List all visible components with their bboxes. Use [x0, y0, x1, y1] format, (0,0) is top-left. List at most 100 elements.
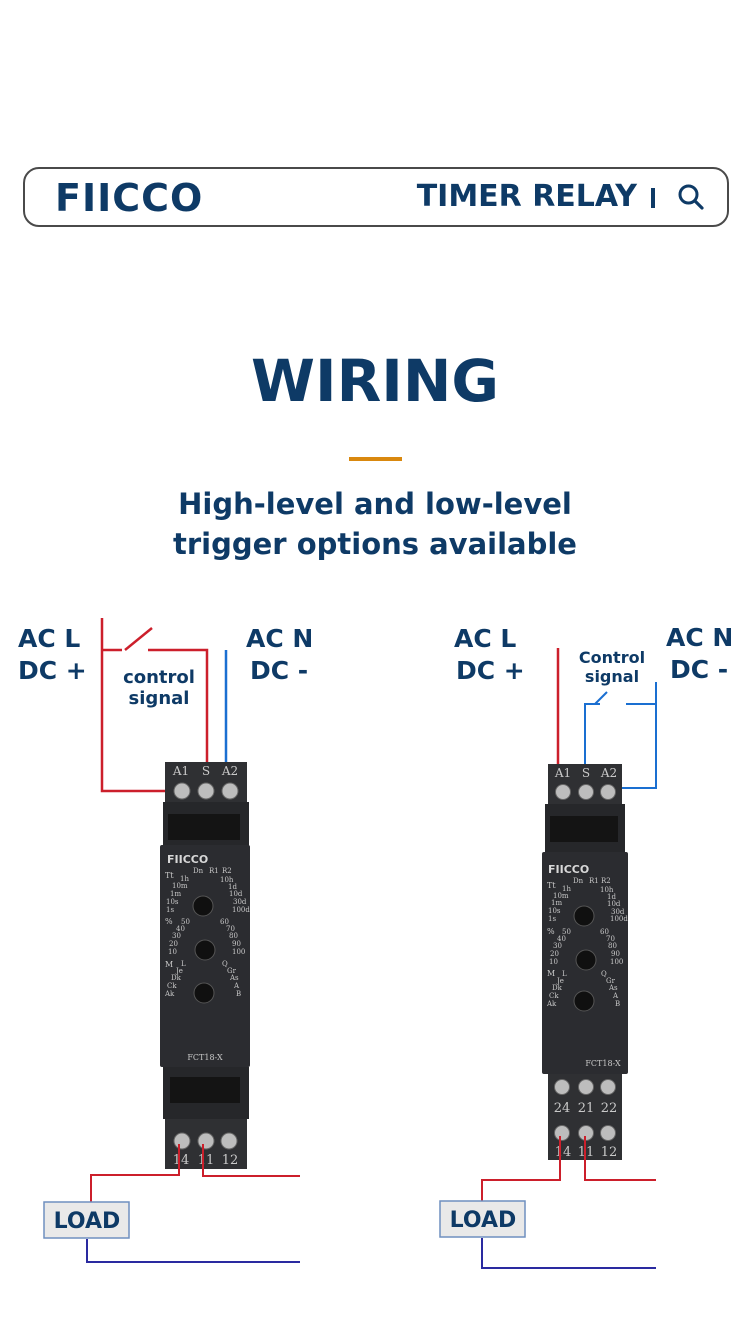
left-d2-10: 10: [168, 948, 177, 956]
page-title: WIRING: [251, 347, 499, 415]
right-wire-neutral: [481, 1238, 656, 1269]
right-d3-b: B: [615, 1000, 620, 1008]
right-d1-1s: 1s: [548, 915, 556, 923]
left-load-box: [43, 1201, 130, 1239]
left-wire-neutral: [86, 1239, 300, 1263]
right-relay-device: A1 S A2 FIICCO Tt 1h 10m 1m 10s 1s Dn R1…: [542, 764, 628, 1160]
left-d1-10m: 10m: [172, 882, 188, 890]
search-icon[interactable]: [677, 183, 705, 211]
left-d1-dn: Dn: [193, 867, 204, 875]
left-d2-80: 80: [229, 932, 238, 940]
left-d2-60: 60: [220, 918, 229, 926]
left-top-t3: A2: [221, 764, 238, 778]
left-supply-pos-line2: DC +: [18, 656, 87, 685]
right-d2-90: 90: [611, 950, 620, 958]
right-supply-neg-line2: DC -: [670, 655, 728, 684]
left-wire-s: [148, 648, 209, 791]
right-d1-dn: Dn: [573, 877, 584, 885]
right-d2-60: 60: [600, 928, 609, 936]
left-bot-t1: 14: [173, 1153, 190, 1168]
right-wire-11: [584, 1136, 656, 1181]
right-control-line2: signal: [585, 667, 639, 686]
right-percent-knob[interactable]: [575, 949, 597, 971]
left-percent-knob[interactable]: [194, 939, 216, 961]
right-mid-t2: 21: [578, 1101, 595, 1116]
subtitle-line-2: trigger options available: [173, 527, 577, 561]
left-lower-window: [170, 1077, 240, 1103]
left-wiring-diagram: AC L DC + AC N DC - control signal A1 S …: [18, 618, 313, 1263]
right-wire-a2: [610, 682, 657, 789]
right-d3-ak: Ak: [546, 1000, 557, 1008]
left-wire-14: [90, 1144, 180, 1203]
left-d3-b: B: [236, 990, 241, 998]
left-d2-20: 20: [169, 940, 178, 948]
header-title[interactable]: TIMER RELAY: [416, 179, 637, 214]
right-d2-10: 10: [549, 958, 558, 966]
left-d1-30d: 30d: [233, 898, 247, 906]
right-load-label: LOAD: [450, 1208, 517, 1233]
left-model-label: FCT18-X: [187, 1053, 223, 1062]
left-d1-1d: 1d: [228, 883, 237, 891]
left-supply-pos-line1: AC L: [18, 624, 80, 653]
right-switch-blade: [594, 691, 608, 705]
right-device-brand: FIICCO: [548, 863, 589, 876]
right-d1-1d: 1d: [607, 893, 616, 901]
right-d3-m: M: [547, 969, 555, 978]
left-d1-100d: 100d: [232, 906, 250, 914]
right-d2-80: 80: [608, 942, 617, 950]
right-mid-t3: 22: [601, 1101, 618, 1116]
right-supply-pos-line1: AC L: [454, 624, 516, 653]
left-d2-100: 100: [232, 948, 245, 956]
left-top-t1: A1: [172, 764, 189, 778]
right-d1-10s: 10s: [548, 907, 561, 915]
right-mid-screws: [554, 1079, 616, 1095]
page-subtitle: High-level and low-level trigger options…: [0, 484, 750, 564]
header-divider: [651, 188, 655, 208]
left-upper-window: [168, 814, 240, 840]
right-d2-30: 30: [553, 942, 562, 950]
right-mode-knob[interactable]: [573, 990, 595, 1012]
right-d2-50: 50: [562, 928, 571, 936]
right-control-line1: Control: [579, 648, 645, 667]
right-bot-t3: 12: [601, 1145, 618, 1160]
right-d3-dk: Dk: [552, 984, 563, 992]
right-top-screws: [555, 784, 616, 800]
left-time-range-knob[interactable]: [192, 895, 214, 917]
left-wire-11: [202, 1144, 300, 1177]
left-d3-a: A: [233, 982, 240, 990]
left-d3-as: As: [229, 974, 239, 982]
right-d1-10m: 10m: [553, 892, 569, 900]
left-d3-q: Q: [222, 960, 228, 968]
right-top-t2: S: [582, 766, 590, 780]
left-supply-neg-line2: DC -: [250, 656, 308, 685]
wiring-diagrams: AC L DC + AC N DC - control signal A1 S …: [18, 618, 733, 1269]
left-d3-gr: Gr: [227, 967, 237, 975]
left-wire-a1: [100, 618, 180, 793]
left-mode-knob[interactable]: [193, 982, 215, 1004]
subtitle-line-1: High-level and low-level: [178, 487, 572, 521]
left-d1-r2: R2: [222, 867, 232, 875]
right-d3-je: Je: [556, 977, 564, 985]
left-d3-je: Je: [175, 967, 183, 975]
right-d1-10h: 10h: [600, 886, 614, 894]
header-bar: FIICCO TIMER RELAY: [23, 167, 729, 227]
right-model-label: FCT18-X: [585, 1059, 621, 1068]
left-d1-r1: R1: [209, 867, 219, 875]
right-load-box: [439, 1200, 526, 1238]
left-load-label: LOAD: [54, 1209, 121, 1234]
left-device-brand: FIICCO: [167, 853, 208, 866]
right-time-range-knob[interactable]: [573, 905, 595, 927]
left-d1-10d: 10d: [229, 890, 243, 898]
right-mid-t1: 24: [554, 1101, 571, 1116]
left-bottom-screws: [173, 1132, 238, 1150]
title-accent-line: [349, 457, 402, 461]
left-relay-device: A1 S A2 FIICCO Tt 1h 10m 1m 10s 1s Dn R1…: [160, 762, 250, 1169]
right-d1-r1: R1: [589, 877, 599, 885]
right-d1-100d: 100d: [610, 915, 628, 923]
right-d3-ck: Ck: [549, 992, 559, 1000]
left-d2-70: 70: [226, 925, 235, 933]
right-wire-14: [481, 1136, 561, 1202]
right-top-t3: A2: [600, 766, 617, 780]
left-bot-t3: 12: [222, 1153, 239, 1168]
brand-logo[interactable]: FIICCO: [55, 176, 204, 220]
